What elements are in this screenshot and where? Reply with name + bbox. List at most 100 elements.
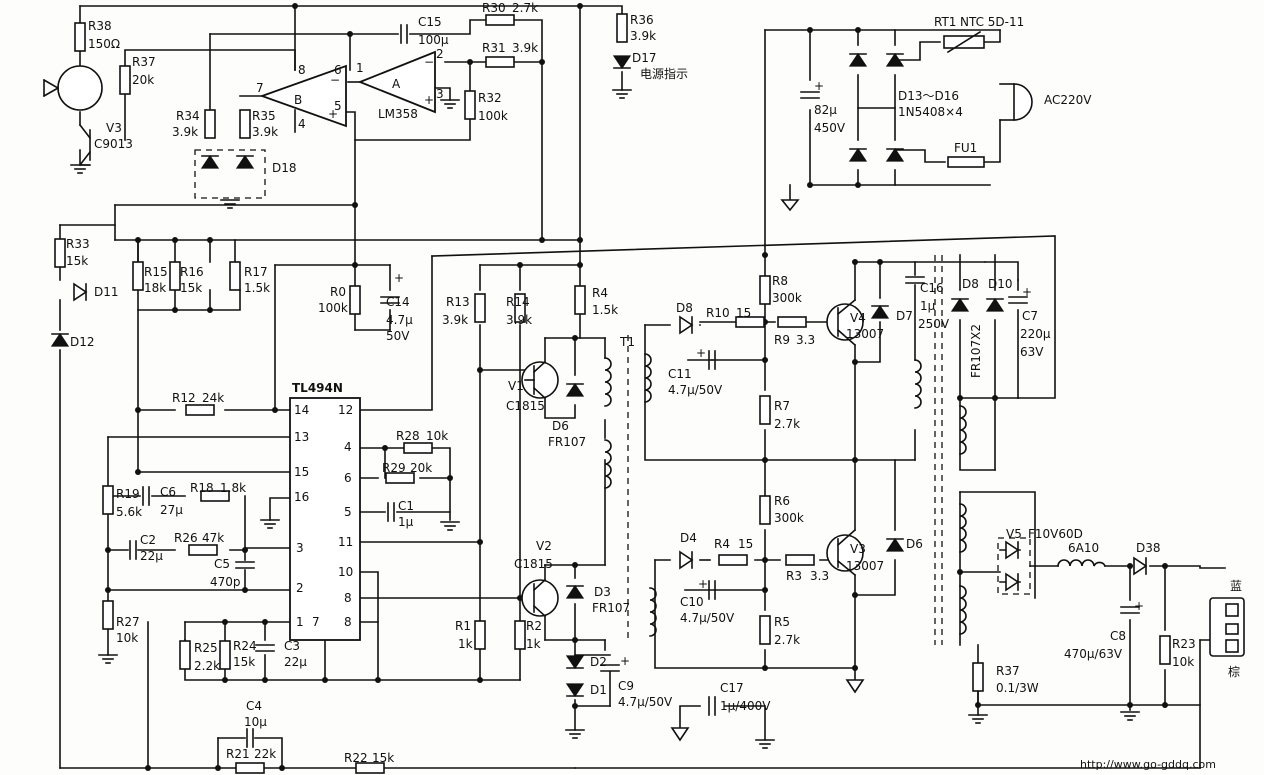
svg-text:棕: 棕 (1228, 664, 1240, 679)
svg-text:R35: R35 (252, 109, 276, 123)
svg-text:450V: 450V (814, 121, 846, 135)
svg-text:R38: R38 (88, 19, 112, 33)
svg-text:4: 4 (344, 440, 352, 454)
svg-text:R1: R1 (455, 619, 471, 633)
svg-text:82μ: 82μ (814, 103, 837, 117)
svg-text:R15: R15 (144, 265, 168, 279)
svg-text:R12: R12 (172, 391, 196, 405)
junction-dots (105, 3, 1168, 771)
svg-text:R29: R29 (382, 461, 406, 475)
svg-text:+: + (698, 577, 708, 591)
svg-text:2: 2 (296, 581, 304, 595)
svg-text:R33: R33 (66, 237, 90, 251)
tl494n-ic: TL494N 14 13 15 16 3 2 1 7 12 4 6 5 11 1… (289, 381, 361, 641)
svg-text:8: 8 (344, 591, 352, 605)
svg-text:C11: C11 (668, 367, 692, 381)
svg-text:C4: C4 (246, 699, 262, 713)
svg-text:+: + (696, 346, 706, 360)
resistor-r4-top: R41.5k (574, 285, 618, 317)
svg-text:R5: R5 (774, 615, 790, 629)
svg-text:R0: R0 (330, 285, 346, 299)
svg-text:150Ω: 150Ω (88, 37, 120, 51)
svg-text:R21: R21 (226, 747, 250, 761)
svg-text:R23: R23 (1172, 637, 1196, 651)
svg-text:R16: R16 (180, 265, 204, 279)
svg-text:R32: R32 (478, 91, 502, 105)
svg-text:R24: R24 (233, 639, 257, 653)
svg-text:3.3: 3.3 (796, 333, 815, 347)
svg-text:C2: C2 (140, 533, 156, 547)
svg-text:16: 16 (294, 490, 309, 504)
svg-text:3.9k: 3.9k (630, 29, 656, 43)
svg-text:13007: 13007 (846, 327, 884, 341)
svg-text:FR107: FR107 (548, 435, 586, 449)
svg-text:300k: 300k (774, 511, 804, 525)
svg-text:15k: 15k (233, 655, 255, 669)
transformer-t1: T1 (604, 335, 657, 637)
svg-text:47k: 47k (202, 531, 224, 545)
svg-text:C9: C9 (618, 679, 634, 693)
svg-text:C1815: C1815 (506, 399, 545, 413)
svg-text:15k: 15k (66, 254, 88, 268)
output-socket-icon: 蓝 棕 (1209, 579, 1245, 679)
pin-4: 4 (298, 117, 306, 131)
diode-d6-power: D6 (886, 537, 923, 552)
svg-text:R36: R36 (630, 13, 654, 27)
pin-2: 2 (436, 47, 444, 61)
wires (59, 5, 1226, 769)
svg-text:D10: D10 (988, 277, 1013, 291)
svg-text:R25: R25 (194, 641, 218, 655)
ground-symbols (70, 89, 1140, 749)
svg-text:15k: 15k (372, 751, 394, 765)
svg-text:D6: D6 (552, 419, 569, 433)
svg-text:T1: T1 (619, 335, 635, 349)
svg-text:10: 10 (338, 565, 353, 579)
svg-text:R19: R19 (116, 487, 140, 501)
diode-d7: D7 (871, 305, 913, 323)
svg-text:6A10: 6A10 (1068, 541, 1099, 555)
svg-text:C3: C3 (284, 639, 300, 653)
svg-text:D12: D12 (70, 335, 95, 349)
svg-text:3: 3 (296, 541, 304, 555)
pin-1: 1 (356, 61, 364, 75)
led-d18: D18 (201, 155, 297, 175)
svg-text:20k: 20k (132, 73, 154, 87)
svg-text:18k: 18k (144, 281, 166, 295)
svg-text:C5: C5 (214, 557, 230, 571)
pin-7: 7 (256, 81, 264, 95)
svg-text:8: 8 (344, 615, 352, 629)
svg-text:5.6k: 5.6k (116, 505, 142, 519)
svg-text:5: 5 (344, 505, 352, 519)
svg-text:D3: D3 (594, 585, 611, 599)
svg-text:R13: R13 (446, 295, 470, 309)
svg-text:4.7μ/50V: 4.7μ/50V (618, 695, 673, 709)
svg-text:14: 14 (294, 403, 309, 417)
svg-text:D8: D8 (676, 301, 693, 315)
svg-text:4.7μ/50V: 4.7μ/50V (680, 611, 735, 625)
svg-text:2.7k: 2.7k (512, 1, 538, 15)
svg-text:R28: R28 (396, 429, 420, 443)
svg-text:300k: 300k (772, 291, 802, 305)
svg-text:R7: R7 (774, 399, 790, 413)
svg-text:F10V60D: F10V60D (1028, 527, 1083, 541)
